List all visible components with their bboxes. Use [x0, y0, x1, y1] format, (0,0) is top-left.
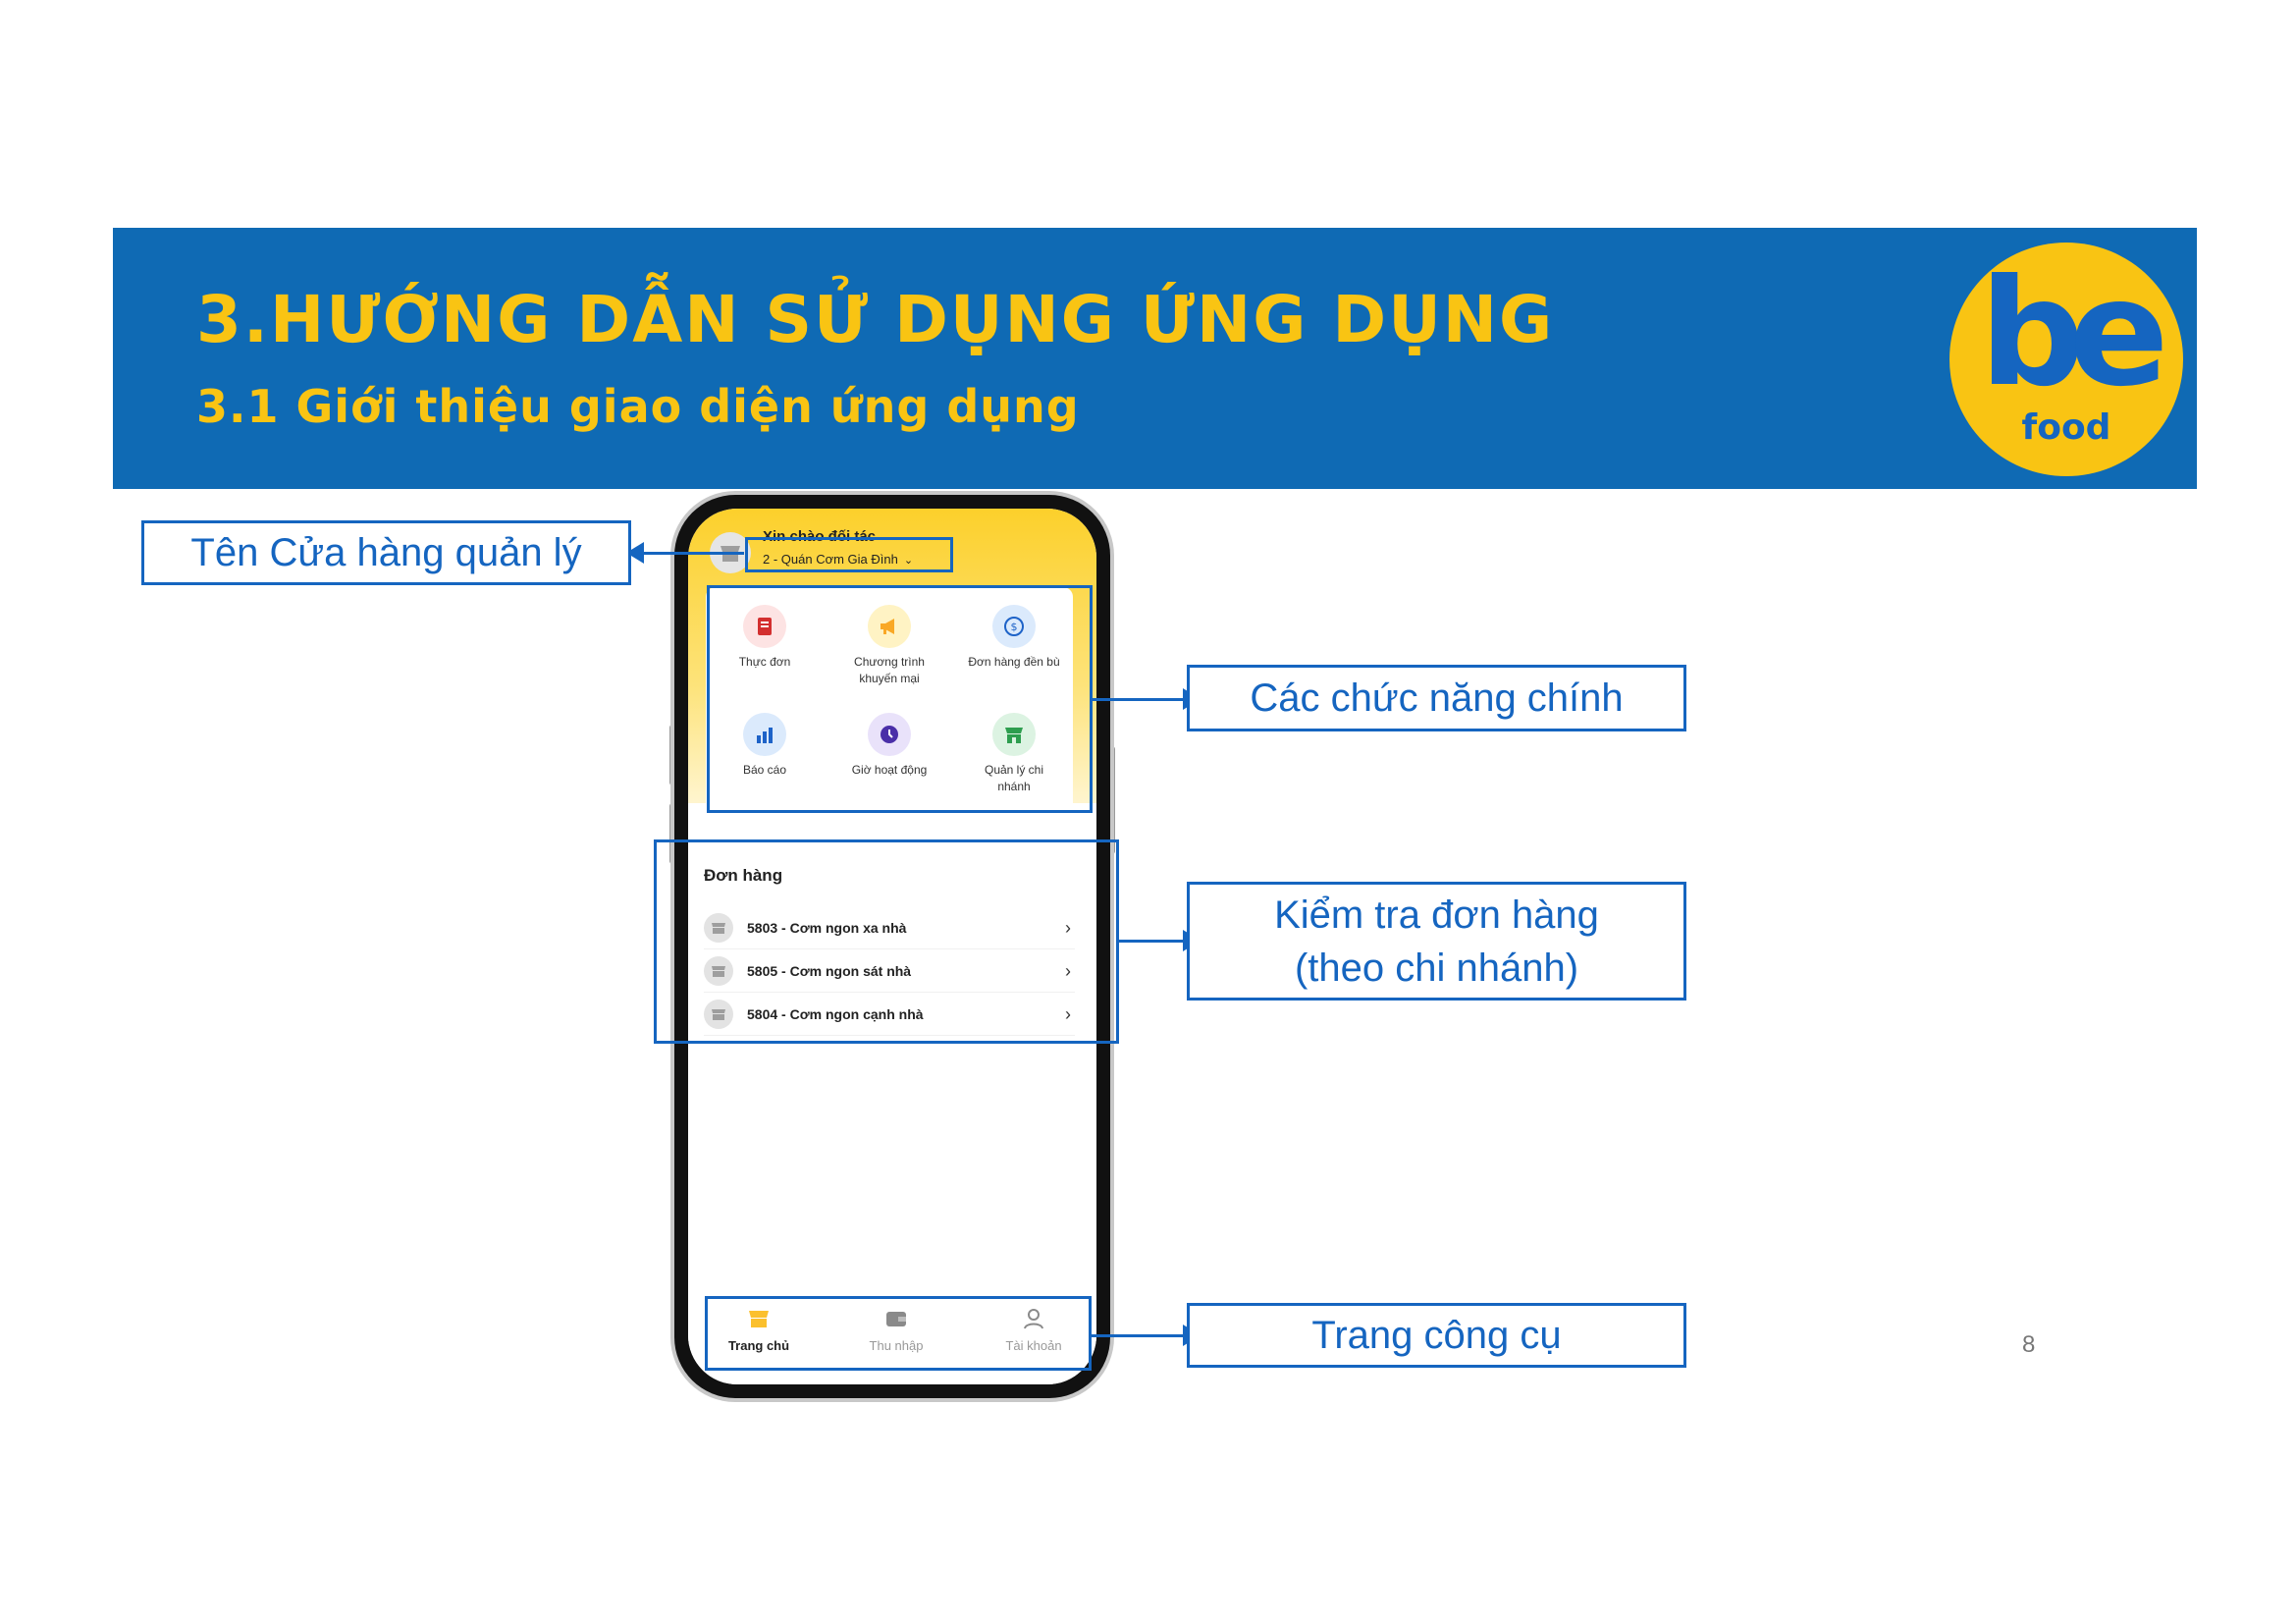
- clock-icon: [868, 713, 911, 756]
- callout-main-functions: Các chức năng chính: [1187, 665, 1686, 731]
- callout-store-name-text: Tên Cửa hàng quản lý: [190, 531, 582, 574]
- feature-reports[interactable]: Báo cáo: [706, 713, 824, 779]
- feature-menu[interactable]: Thực đơn: [706, 605, 824, 671]
- wallet-icon: [886, 1312, 906, 1326]
- phone-power-button: [1109, 746, 1115, 854]
- menu-icon: [743, 605, 786, 648]
- tab-home[interactable]: Trang chủ: [700, 1308, 818, 1353]
- feature-label: Giờ hoạt động: [851, 763, 928, 777]
- store-icon: [721, 546, 740, 562]
- user-icon: [1024, 1309, 1043, 1329]
- feature-label: Chương trình khuyến mại: [854, 655, 925, 685]
- tab-label: Tài khoản: [1005, 1338, 1062, 1353]
- arrow-tool-page: [1092, 1334, 1187, 1337]
- store-icon: [704, 1000, 733, 1029]
- feature-operating-hours[interactable]: Giờ hoạt động: [830, 713, 948, 779]
- callout-store-name: Tên Cửa hàng quản lý: [141, 520, 631, 585]
- logo-food-text: food: [2021, 407, 2111, 448]
- header-banner: [113, 228, 2197, 489]
- befood-logo: be food: [1949, 243, 2183, 476]
- callout-check-orders-line2: (theo chi nhánh): [1294, 946, 1579, 990]
- highlight-orders: [654, 839, 1119, 1044]
- chevron-right-icon: ›: [1065, 1003, 1071, 1024]
- store-icon: [992, 713, 1036, 756]
- arrow-check-orders: [1119, 940, 1187, 943]
- store-selector[interactable]: 2 - Quán Cơm Gia Đình ⌄: [763, 552, 913, 567]
- order-row[interactable]: 5804 - Cơm ngon cạnh nhà ›: [704, 994, 1075, 1036]
- feature-promotions[interactable]: Chương trình khuyến mại: [830, 605, 948, 687]
- chevron-right-icon: ›: [1065, 960, 1071, 981]
- store-icon: [704, 913, 733, 943]
- feature-branch-management[interactable]: Quản lý chi nhánh: [955, 713, 1073, 795]
- tab-label: Thu nhập: [869, 1338, 924, 1353]
- order-branch-name: 5803 - Cơm ngon xa nhà: [747, 920, 907, 936]
- phone-mockup: Xin chào đối tác 2 - Quán Cơm Gia Đình⌄ …: [674, 495, 1110, 1398]
- highlight-tab-bar: [705, 1296, 1092, 1371]
- refund-icon: $: [992, 605, 1036, 648]
- phone-volume-up: [669, 725, 675, 785]
- tab-label: Trang chủ: [727, 1338, 790, 1353]
- phone-screen: Xin chào đối tác 2 - Quán Cơm Gia Đình⌄ …: [688, 509, 1096, 1384]
- order-row[interactable]: 5803 - Cơm ngon xa nhà ›: [704, 907, 1075, 949]
- arrow-store-name: [638, 552, 744, 555]
- order-branch-name: 5805 - Cơm ngon sát nhà: [747, 963, 912, 979]
- chevron-right-icon: ›: [1065, 917, 1071, 938]
- slide-subtitle: 3.1 Giới thiệu giao diện ứng dụng: [196, 380, 1080, 433]
- callout-main-functions-text: Các chức năng chính: [1250, 676, 1624, 720]
- store-avatar[interactable]: [710, 532, 751, 573]
- feature-label: Báo cáo: [742, 763, 787, 777]
- page-number: 8: [2022, 1331, 2036, 1358]
- callout-tool-page: Trang công cụ: [1187, 1303, 1686, 1368]
- callout-tool-page-text: Trang công cụ: [1311, 1314, 1562, 1357]
- callout-check-orders: Kiểm tra đơn hàng (theo chi nhánh): [1187, 882, 1686, 1001]
- arrow-main-functions: [1093, 698, 1187, 701]
- report-chart-icon: [743, 713, 786, 756]
- store-icon: [704, 956, 733, 986]
- tab-income[interactable]: Thu nhập: [837, 1308, 955, 1353]
- megaphone-icon: [868, 605, 911, 648]
- feature-label: Quản lý chi nhánh: [984, 763, 1044, 793]
- feature-grid: Thực đơn Chương trình khuyến mại $ Đơn h…: [706, 587, 1073, 821]
- svg-text:$: $: [1011, 621, 1018, 633]
- feature-label: Đơn hàng đền bù: [968, 655, 1060, 669]
- store-selector-label: 2 - Quán Cơm Gia Đình: [763, 552, 898, 567]
- home-store-icon: [749, 1311, 769, 1327]
- order-branch-name: 5804 - Cơm ngon cạnh nhà: [747, 1006, 924, 1022]
- greeting-text: Xin chào đối tác: [763, 528, 877, 545]
- highlight-feature-grid: [707, 585, 1093, 813]
- feature-compensation-orders[interactable]: $ Đơn hàng đền bù: [955, 605, 1073, 671]
- orders-section-title: Đơn hàng: [704, 866, 783, 885]
- logo-be-text: be: [1979, 248, 2168, 419]
- order-row[interactable]: 5805 - Cơm ngon sát nhà ›: [704, 950, 1075, 993]
- callout-check-orders-line1: Kiểm tra đơn hàng: [1274, 893, 1599, 937]
- slide-title: 3.HƯỚNG DẪN SỬ DỤNG ỨNG DỤNG: [196, 282, 1555, 357]
- feature-label: Thực đơn: [738, 655, 791, 669]
- phone-volume-down: [669, 803, 675, 864]
- chevron-down-icon: ⌄: [903, 555, 914, 567]
- highlight-store-selector: [745, 537, 953, 572]
- tab-account[interactable]: Tài khoản: [975, 1308, 1093, 1353]
- arrowhead-left-icon: [626, 542, 644, 564]
